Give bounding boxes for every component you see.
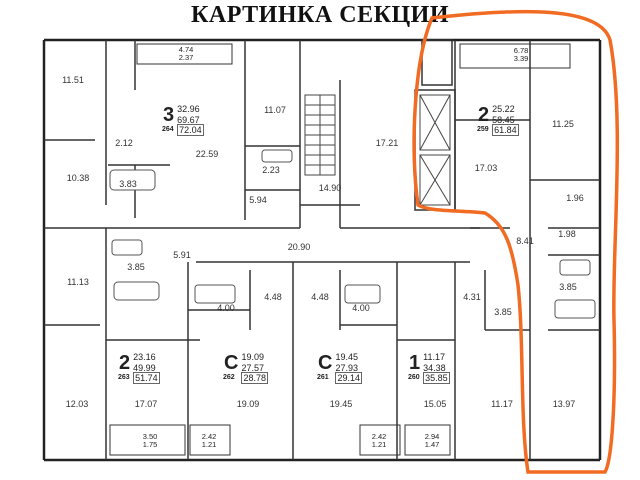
- room-area: 11.13: [67, 277, 89, 287]
- stair-treads: [304, 94, 336, 176]
- room-area: 22.59: [195, 149, 219, 159]
- highlight-outline: [412, 9, 620, 474]
- apartment-id: 264: [162, 126, 174, 133]
- room-area: 4.31: [463, 292, 481, 302]
- room-area: 11.17: [491, 399, 513, 409]
- apartment-id: 260: [408, 374, 420, 381]
- room-area: 13.97: [552, 399, 576, 409]
- apartment-id: 262: [223, 374, 235, 381]
- room-area: 2.12: [115, 138, 133, 148]
- room-area: 20.90: [287, 242, 311, 252]
- apartment-rooms: 1: [409, 352, 421, 374]
- apartment-rooms: 2: [119, 352, 131, 374]
- room-area: 1.96: [566, 193, 584, 203]
- room-area: 3.85: [127, 262, 145, 272]
- room-area: 3.83: [119, 179, 137, 189]
- apartment-rooms: С: [318, 352, 333, 374]
- room-area: 4.48: [311, 292, 329, 302]
- outer-walls: [42, 38, 602, 462]
- apartment-id: 261: [317, 374, 329, 381]
- apartment-id: 263: [118, 374, 130, 381]
- room-area: 5.94: [249, 195, 267, 205]
- room-area: 5.91: [173, 250, 191, 260]
- lift-shafts: [419, 94, 451, 206]
- room-area: 10.38: [66, 173, 90, 183]
- room-area: 11.07: [264, 105, 286, 115]
- room-area: 1.98: [558, 229, 576, 239]
- apartment-rooms: 3: [163, 104, 175, 126]
- apartment-rooms: С: [224, 352, 239, 374]
- room-area: 8.41: [516, 236, 534, 246]
- room-area: 11.51: [62, 75, 84, 85]
- room-area: 19.45: [329, 399, 353, 409]
- room-area: 4.48: [264, 292, 282, 302]
- room-area: 17.03: [474, 163, 498, 173]
- room-area: 2.23: [262, 165, 280, 175]
- room-area: 3.85: [559, 282, 577, 292]
- balcony-frames: [109, 43, 571, 456]
- room-area: 11.25: [552, 119, 574, 129]
- apartment-rooms: 2: [478, 104, 490, 126]
- room-area: 3.85: [494, 307, 512, 317]
- room-area: 15.05: [423, 399, 447, 409]
- room-area: 17.21: [375, 138, 399, 148]
- bath-fixtures: [109, 149, 596, 319]
- room-area: 4.00: [217, 303, 235, 313]
- room-area: 12.03: [65, 399, 89, 409]
- room-area: 17.07: [134, 399, 158, 409]
- room-area: 4.00: [352, 303, 370, 313]
- page-title: КАРТИНКА СЕКЦИИ: [190, 2, 449, 28]
- room-area: 14.90: [318, 183, 342, 193]
- inner-walls: [44, 39, 600, 460]
- apartment-id: 259: [477, 126, 489, 133]
- room-area: 19.09: [236, 399, 260, 409]
